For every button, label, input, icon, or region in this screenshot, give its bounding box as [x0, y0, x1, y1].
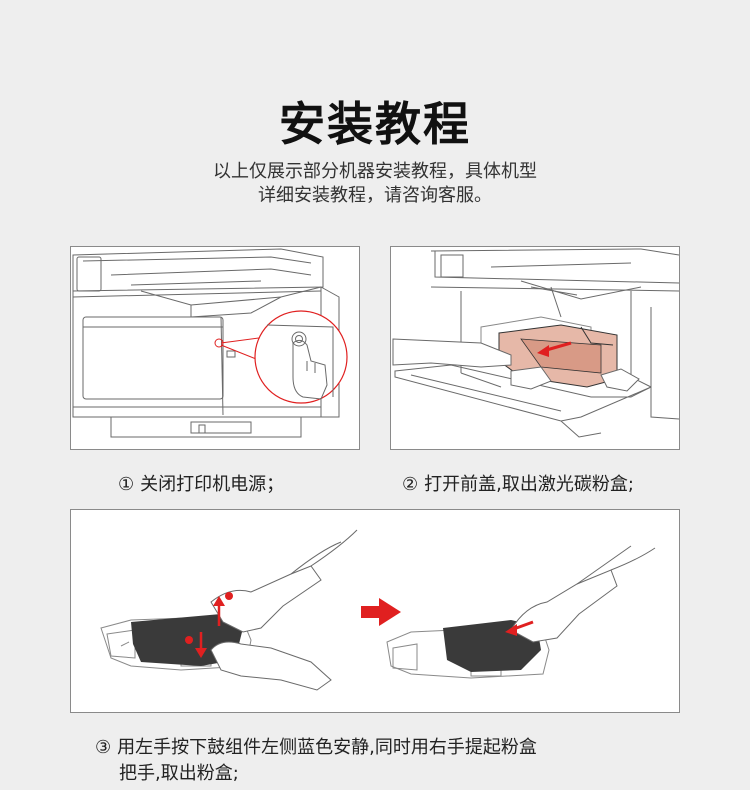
step1-text: 关闭打印机电源； [140, 474, 285, 495]
step3-illustration [70, 509, 680, 713]
toner-removal-illustration [100, 529, 656, 691]
step2-number: ② [402, 474, 419, 495]
printer-open-cover-illustration [392, 248, 679, 438]
arrow-right-icon [361, 598, 401, 626]
step1-number: ① [118, 474, 135, 495]
printer-power-button-illustration [72, 248, 348, 438]
step2-text: 打开前盖,取出激光碳粉盒; [424, 474, 634, 495]
subtitle: 以上仅展示部分机器安装教程，具体机型 详细安装教程，请咨询客服。 [0, 160, 750, 208]
step3-text-line-1: 用左手按下鼓组件左侧蓝色安静,同时用右手提起粉盒 [117, 737, 537, 758]
subtitle-line-1: 以上仅展示部分机器安装教程，具体机型 [213, 161, 537, 182]
step3-text-line-2: 把手,取出粉盒; [119, 763, 239, 784]
step1-illustration [70, 246, 360, 450]
page-title: 安装教程 [279, 97, 471, 151]
step3-number: ③ [95, 737, 112, 758]
subtitle-line-2: 详细安装教程，请咨询客服。 [258, 185, 492, 206]
step2-illustration [390, 246, 680, 450]
